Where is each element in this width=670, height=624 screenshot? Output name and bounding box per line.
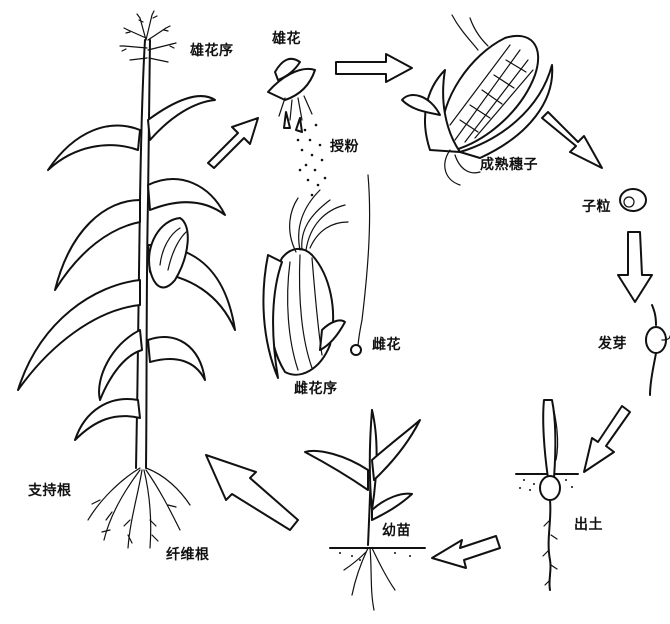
label-male-flower: 雄花 <box>272 28 301 48</box>
arrow-to-germination <box>618 232 652 302</box>
female-flower-illustration <box>351 175 370 355</box>
arrow-to-male-flower <box>208 118 258 168</box>
label-pollination: 授粉 <box>330 136 359 156</box>
label-female-flower: 雌花 <box>372 334 401 354</box>
tassel <box>120 11 176 62</box>
arrow-to-seed <box>542 112 602 168</box>
germination-illustration <box>646 305 670 395</box>
seed-illustration <box>620 189 646 211</box>
label-mature-ear: 成熟穗子 <box>480 154 538 174</box>
mature-corn-plant <box>18 11 235 548</box>
label-germination: 发芽 <box>598 333 627 353</box>
label-seedling: 幼苗 <box>382 520 411 540</box>
arrow-to-plant <box>206 455 298 530</box>
label-emergence: 出土 <box>574 514 603 534</box>
label-prop-root: 支持根 <box>28 480 72 500</box>
female-inflorescence-illustration <box>263 190 348 378</box>
silks <box>290 190 348 252</box>
pollen-dots <box>297 124 327 197</box>
leaf <box>48 126 140 170</box>
plant-roots <box>88 468 190 548</box>
arrow-to-emergence <box>584 406 630 472</box>
male-flower-illustration <box>268 59 315 132</box>
label-fibrous-root: 纤维根 <box>166 544 210 564</box>
label-female-inflorescence: 雌花序 <box>294 378 338 398</box>
emergence-illustration <box>516 400 578 590</box>
label-seed: 子粒 <box>582 196 611 216</box>
arrow-to-seedling <box>432 536 500 568</box>
label-male-inflorescence: 雄花序 <box>190 40 234 60</box>
arrow-to-mature-ear <box>336 54 412 82</box>
seedling-illustration <box>305 410 425 610</box>
